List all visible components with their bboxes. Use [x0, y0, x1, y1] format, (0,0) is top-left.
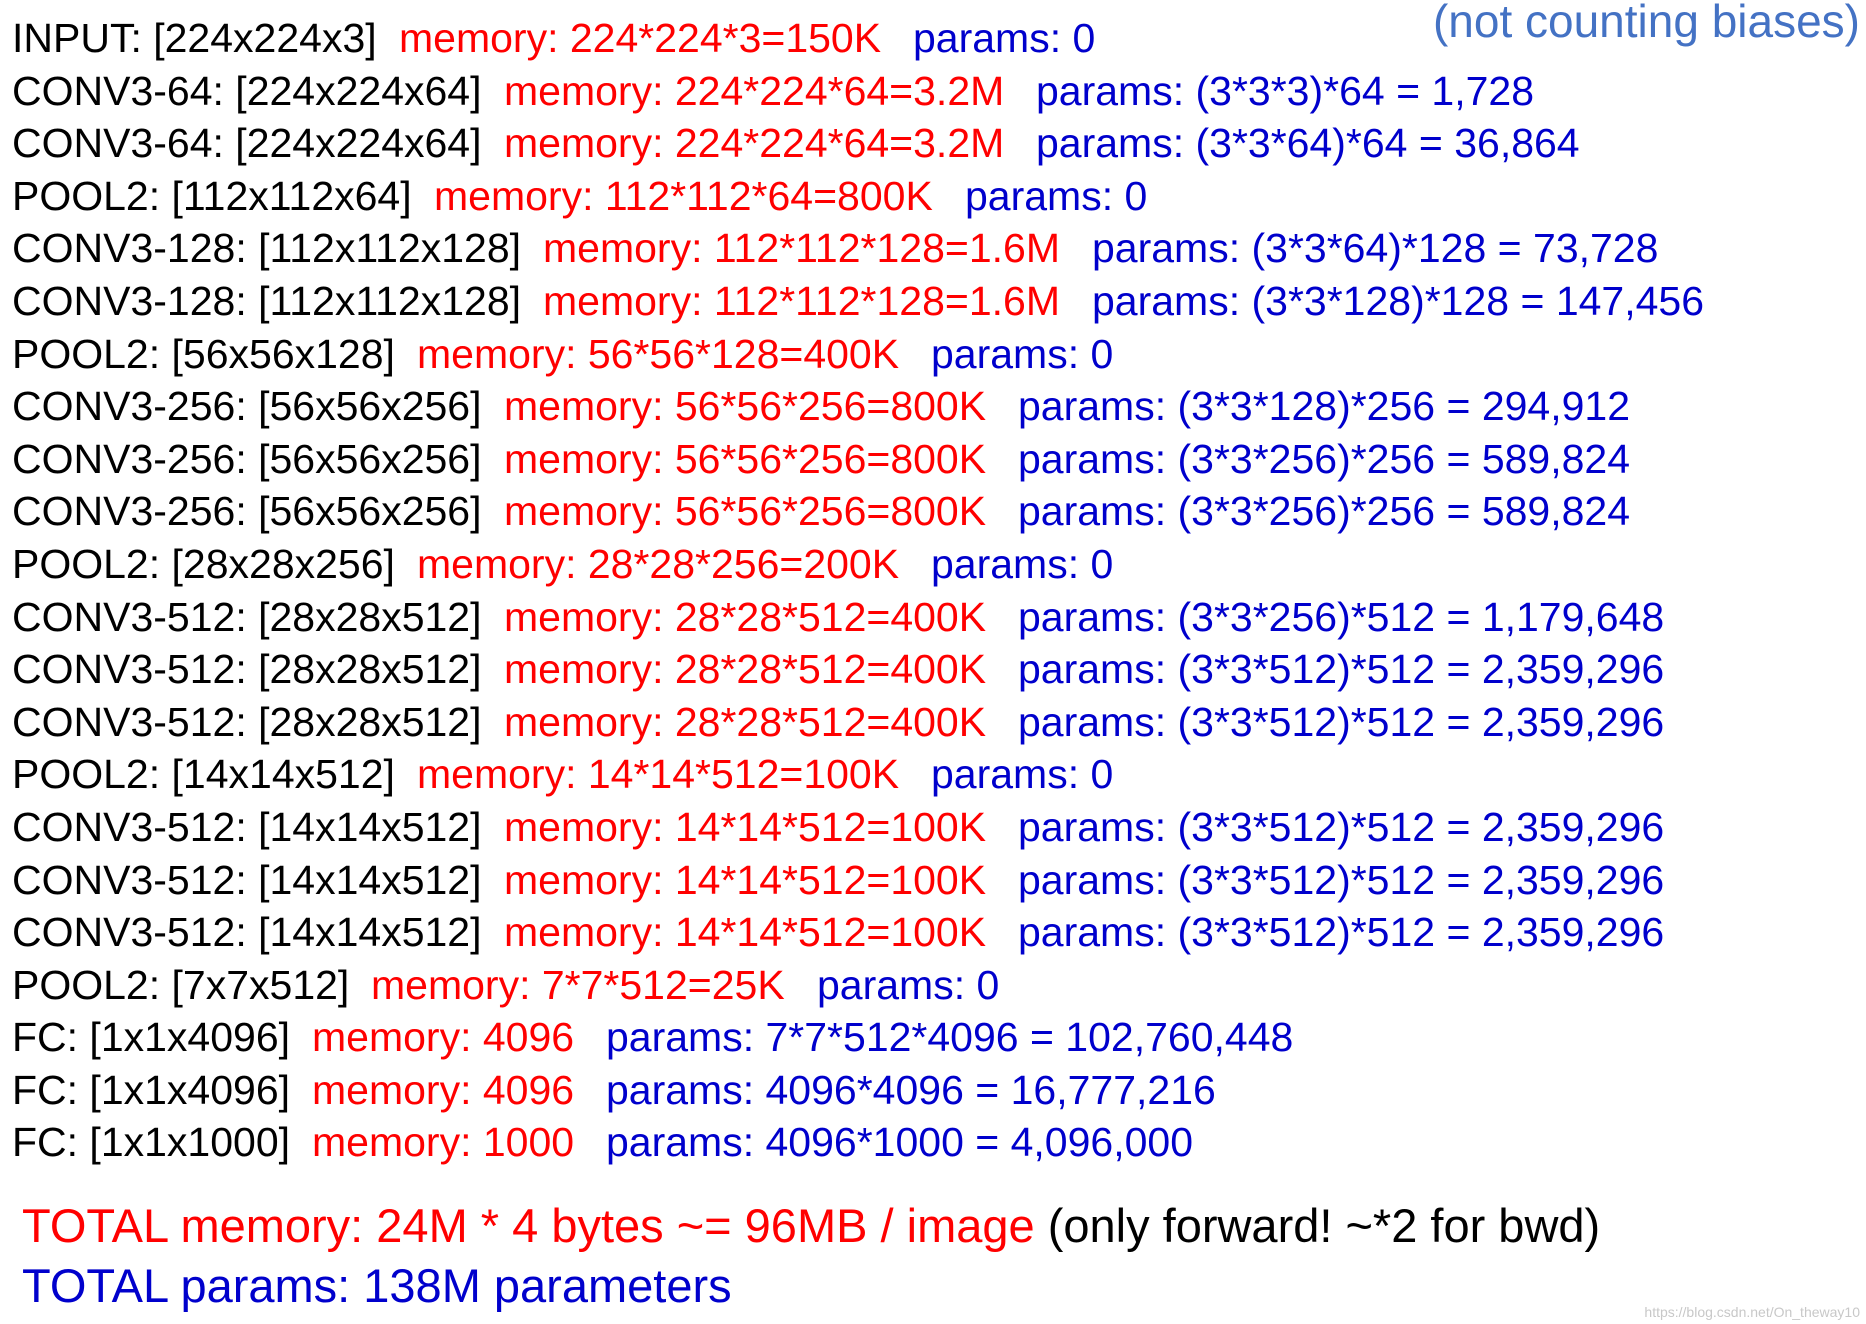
layer-memory: memory: 56*56*256=800K [504, 488, 987, 535]
layer-params: params: (3*3*64)*128 = 73,728 [1092, 225, 1659, 272]
layer-name: CONV3-512: [14x14x512] [12, 803, 482, 850]
layer-params: params: 0 [931, 540, 1114, 587]
layer-memory: memory: 56*56*256=800K [504, 383, 987, 430]
layer-params: params: (3*3*256)*512 = 1,179,648 [1018, 593, 1665, 640]
layer-name: INPUT: [224x224x3] [12, 15, 377, 61]
layer-name: CONV3-64: [224x224x64] [12, 67, 482, 114]
layer-memory: memory: 224*224*64=3.2M [504, 67, 1005, 114]
layer-name: CONV3-128: [112x112x128] [12, 277, 522, 324]
layer-name: POOL2: [14x14x512] [12, 751, 395, 798]
layer-name: CONV3-512: [28x28x512] [12, 593, 482, 640]
layer-params: params: (3*3*128)*256 = 294,912 [1018, 383, 1631, 430]
total-params: TOTAL params: 138M parameters [22, 1259, 732, 1312]
layer-params: params: (3*3*256)*256 = 589,824 [1018, 488, 1631, 535]
layer-params: params: (3*3*64)*64 = 36,864 [1036, 120, 1580, 167]
layer-memory: memory: 56*56*256=800K [504, 435, 987, 482]
watermark: https://blog.csdn.net/On_theway10 [1644, 1304, 1860, 1320]
not-counting-biases-note: (not counting biases) [1432, 0, 1860, 47]
layer-name: FC: [1x1x4096] [12, 1066, 291, 1113]
layer-memory: memory: 14*14*512=100K [504, 856, 987, 903]
layer-memory: memory: 112*112*128=1.6M [543, 225, 1060, 272]
layer-name: CONV3-256: [56x56x256] [12, 383, 482, 430]
layer-params: params: (3*3*512)*512 = 2,359,296 [1018, 803, 1665, 850]
layer-memory: memory: 7*7*512=25K [371, 961, 785, 1008]
layer-params: params: 7*7*512*4096 = 102,760,448 [606, 1014, 1294, 1061]
layer-params: params: 4096*4096 = 16,777,216 [606, 1066, 1216, 1113]
layer-params: params: 0 [817, 961, 1000, 1008]
layer-name: POOL2: [112x112x64] [12, 172, 412, 219]
layer-name: CONV3-256: [56x56x256] [12, 435, 482, 482]
layer-name: CONV3-64: [224x224x64] [12, 120, 482, 167]
layer-params: params: (3*3*512)*512 = 2,359,296 [1018, 698, 1665, 745]
total-memory-note: (only forward! ~*2 for bwd) [1047, 1199, 1601, 1252]
layer-params: params: 0 [913, 15, 1096, 61]
layer-name: FC: [1x1x4096] [12, 1014, 291, 1061]
layer-memory: memory: 112*112*128=1.6M [543, 277, 1060, 324]
layer-name: CONV3-128: [112x112x128] [12, 225, 522, 272]
layer-params: params: (3*3*3)*64 = 1,728 [1036, 67, 1535, 114]
layer-name: CONV3-256: [56x56x256] [12, 488, 482, 535]
layer-name: CONV3-512: [14x14x512] [12, 856, 482, 903]
total-memory: TOTAL memory: 24M * 4 bytes ~= 96MB / im… [22, 1199, 1035, 1252]
layer-name: POOL2: [56x56x128] [12, 330, 395, 377]
layer-memory: memory: 14*14*512=100K [417, 751, 900, 798]
layer-params: params: 4096*1000 = 4,096,000 [606, 1119, 1193, 1166]
layer-name: CONV3-512: [28x28x512] [12, 698, 482, 745]
total-memory-line: TOTAL memory: 24M * 4 bytes ~= 96MB / im… [22, 1196, 1600, 1256]
layer-params: params: (3*3*256)*256 = 589,824 [1018, 435, 1631, 482]
layer-memory: memory: 28*28*512=400K [504, 593, 987, 640]
layer-memory: memory: 28*28*512=400K [504, 698, 987, 745]
total-params-line: TOTAL params: 138M parameters [22, 1256, 1600, 1316]
layer-params: params: 0 [931, 330, 1114, 377]
layer-name: CONV3-512: [28x28x512] [12, 646, 482, 693]
layer-memory: memory: 4096 [312, 1066, 575, 1113]
layer-name: CONV3-512: [14x14x512] [12, 909, 482, 956]
layer-params: params: (3*3*512)*512 = 2,359,296 [1018, 646, 1665, 693]
layer-params: params: (3*3*128)*128 = 147,456 [1092, 277, 1705, 324]
layer-memory: memory: 112*112*64=800K [434, 172, 933, 219]
layer-memory: memory: 4096 [312, 1014, 575, 1061]
layer-memory: memory: 1000 [312, 1119, 575, 1166]
layer-memory: memory: 28*28*256=200K [417, 540, 900, 587]
layer-name: FC: [1x1x1000] [12, 1119, 291, 1166]
layer-params: params: 0 [931, 751, 1114, 798]
totals-section: TOTAL memory: 24M * 4 bytes ~= 96MB / im… [22, 1196, 1600, 1316]
layer-memory: memory: 28*28*512=400K [504, 646, 987, 693]
layer-memory: memory: 224*224*3=150K [399, 15, 882, 61]
layer-params: params: (3*3*512)*512 = 2,359,296 [1018, 856, 1665, 903]
layer-memory: memory: 56*56*128=400K [417, 330, 900, 377]
layer-name: POOL2: [7x7x512] [12, 961, 350, 1008]
layer-name: POOL2: [28x28x256] [12, 540, 395, 587]
layer-memory: memory: 224*224*64=3.2M [504, 120, 1005, 167]
layer-params: params: 0 [965, 172, 1148, 219]
layer-memory: memory: 14*14*512=100K [504, 803, 987, 850]
layer-memory: memory: 14*14*512=100K [504, 909, 987, 956]
layer-params: params: (3*3*512)*512 = 2,359,296 [1018, 909, 1665, 956]
